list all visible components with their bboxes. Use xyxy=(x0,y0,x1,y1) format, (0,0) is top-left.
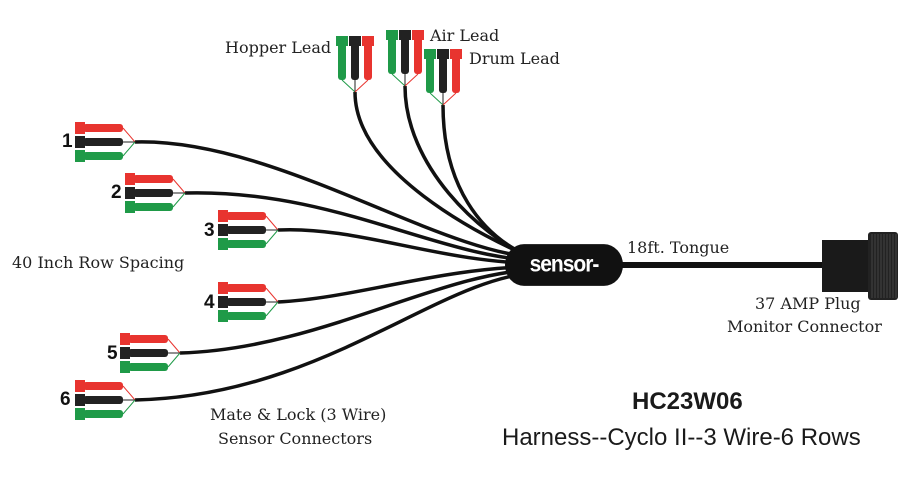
row-number-2: 2 xyxy=(111,182,122,203)
lead-wire xyxy=(429,92,444,106)
connector-housing xyxy=(218,224,228,236)
lead-wire xyxy=(341,79,356,93)
connector-housing xyxy=(125,173,135,185)
hopper-lead-label: Hopper Lead xyxy=(225,38,332,57)
connector-pin xyxy=(439,55,447,93)
connector-housing xyxy=(218,210,228,222)
lead-wire xyxy=(265,215,279,231)
connector-housing xyxy=(218,310,228,322)
connector-housing xyxy=(120,361,130,373)
connector-pin xyxy=(401,36,409,74)
connector-housing xyxy=(125,187,135,199)
connector-pin xyxy=(83,396,123,404)
connector-pin xyxy=(83,382,123,390)
row-cable xyxy=(134,270,541,402)
row-number-1: 1 xyxy=(62,131,73,152)
tongue-label: 18ft. Tongue xyxy=(627,238,730,257)
row-cable xyxy=(134,140,541,260)
connector-pin xyxy=(83,410,123,418)
connector-housing xyxy=(120,333,130,345)
connector-pin xyxy=(83,138,123,146)
plug-label: 37 AMP Plug xyxy=(755,294,861,313)
connector-pin xyxy=(226,298,266,306)
connector-housing xyxy=(450,49,462,59)
harness-description: Harness--Cyclo II--3 Wire-6 Rows xyxy=(502,424,861,451)
row-cable xyxy=(277,227,541,266)
connector-housing xyxy=(75,136,85,148)
lead-wire xyxy=(354,79,369,93)
connector-housing xyxy=(362,36,374,46)
connector-pin xyxy=(426,55,434,93)
connector-housing xyxy=(218,282,228,294)
connector-housing xyxy=(75,380,85,392)
connector-housing xyxy=(437,49,449,59)
connector-housing xyxy=(424,49,436,59)
lead-wire xyxy=(265,229,279,245)
connector-pin xyxy=(128,363,168,371)
mate-lock-label: Mate & Lock (3 Wire) xyxy=(210,405,387,424)
connector-pin xyxy=(133,203,173,211)
connector-pin xyxy=(226,312,266,320)
lead-wire xyxy=(172,192,186,208)
drum-lead-label: Drum Lead xyxy=(469,49,560,68)
monitor-connector-label: Monitor Connector xyxy=(727,317,882,336)
row-number-4: 4 xyxy=(204,292,215,313)
lead-wire xyxy=(265,301,279,317)
connector-housing xyxy=(399,30,411,40)
row-number-3: 3 xyxy=(204,220,215,241)
connector-pin xyxy=(364,42,372,80)
connector-pin xyxy=(128,349,168,357)
air-lead-label: Air Lead xyxy=(430,26,500,45)
lead-wire xyxy=(167,352,181,368)
connector-housing xyxy=(125,201,135,213)
connector-housing xyxy=(75,394,85,406)
lead-wire xyxy=(265,287,279,303)
connector-pin xyxy=(133,189,173,197)
amp-plug-body xyxy=(822,240,870,292)
connector-pin xyxy=(452,55,460,93)
lead-wire xyxy=(122,399,136,415)
lead-cable xyxy=(403,85,531,259)
connector-housing xyxy=(218,238,228,250)
connector-pin xyxy=(351,42,359,80)
row-number-5: 5 xyxy=(107,343,118,364)
sensor-connectors-label: Sensor Connectors xyxy=(218,429,373,448)
brand-hub: sensor-1.com xyxy=(505,244,623,319)
connector-pin xyxy=(83,152,123,160)
connector-pin xyxy=(388,36,396,74)
connector-housing xyxy=(75,150,85,162)
connector-pin xyxy=(226,284,266,292)
lead-wire xyxy=(122,385,136,401)
lead-wire xyxy=(167,338,181,354)
lead-wire xyxy=(122,127,136,143)
connector-housing xyxy=(412,30,424,40)
connector-pin xyxy=(133,175,173,183)
row-number-6: 6 xyxy=(60,389,71,410)
connector-housing xyxy=(218,296,228,308)
connector-housing xyxy=(75,122,85,134)
lead-wire xyxy=(172,178,186,194)
connector-pin xyxy=(226,240,266,248)
lead-wire xyxy=(122,141,136,157)
lead-wire xyxy=(391,73,406,87)
connector-pin xyxy=(338,42,346,80)
connector-housing xyxy=(349,36,361,46)
connector-pin xyxy=(83,124,123,132)
row-cable xyxy=(184,191,541,263)
connector-housing xyxy=(120,347,130,359)
connector-pin xyxy=(128,335,168,343)
connector-pin xyxy=(414,36,422,74)
connector-housing xyxy=(75,408,85,420)
part-number: HC23W06 xyxy=(632,388,743,415)
row-cable xyxy=(179,267,541,355)
connector-housing xyxy=(336,36,348,46)
row-cable xyxy=(277,264,541,304)
lead-wire xyxy=(404,73,419,87)
connector-housing xyxy=(386,30,398,40)
connector-pin xyxy=(226,212,266,220)
row-spacing-label: 40 Inch Row Spacing xyxy=(12,253,185,272)
lead-wire xyxy=(442,92,457,106)
connector-pin xyxy=(226,226,266,234)
